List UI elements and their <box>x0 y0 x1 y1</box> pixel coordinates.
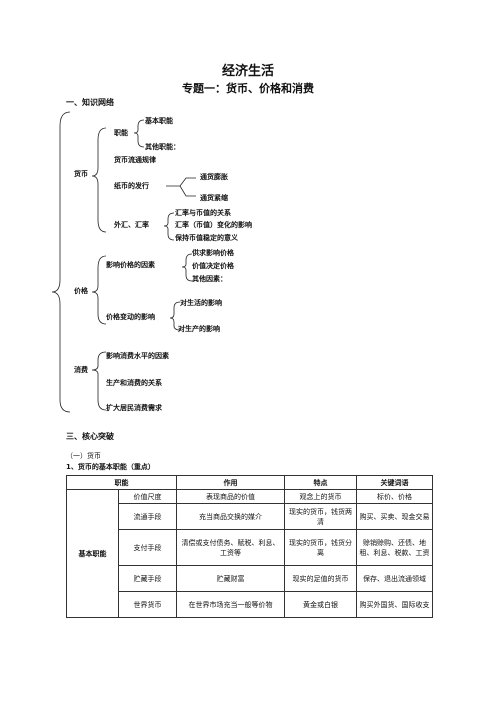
cell-keywords: 保存、退出流通领域 <box>356 565 433 592</box>
cell-role: 贮藏财富 <box>176 565 285 592</box>
cell-name: 贮藏手段 <box>118 565 177 592</box>
cell-trait: 现实的货币，钱货分离 <box>284 529 357 566</box>
tree-tonghuo-jinsuo: 通货紧缩 <box>200 194 228 202</box>
brace-root <box>51 111 71 413</box>
brace-waihui <box>163 212 175 241</box>
tree-brackets <box>51 111 196 413</box>
cell-role: 清偿或支付债务、赋税、利息、工资等 <box>176 529 285 566</box>
tree-biandong-2: 对生产的影响 <box>178 325 220 333</box>
money-functions-table: 职能 作用 特点 关键词语 基本职能 价值尺度 表现商品的价值 观念上的货币 标… <box>66 475 433 618</box>
cell-name: 世界货币 <box>118 591 177 618</box>
cell-role: 在世界市场充当一般等价物 <box>176 591 285 618</box>
tree-tonghuo-pengzhang: 通货膨胀 <box>200 173 228 181</box>
cell-keywords: 赊销赊购、还债、地租、利息、税款、工资 <box>356 529 433 566</box>
section-heading-core: 三、核心突破 <box>66 432 114 441</box>
cell-keywords: 购买外国货、国际收支 <box>356 591 433 618</box>
tree-waihui-huilv: 外汇、汇率 <box>114 221 149 229</box>
tree-jiben-zhineng: 基本职能 <box>145 117 173 125</box>
tree-huilv-3: 保持币值稳定的意义 <box>175 234 238 242</box>
brace-huobi <box>91 127 107 233</box>
brace-zhineng <box>133 119 145 148</box>
tree-yinsu-2: 价值决定价格 <box>192 262 234 270</box>
doc-subtitle: 专题一：货币、价格和消费 <box>182 82 314 95</box>
tree-liutong-guilv: 货币流通规律 <box>114 156 156 164</box>
arrow-jinsuo <box>179 185 196 197</box>
header-zhineng: 职能 <box>66 475 177 490</box>
brace-yinsu <box>181 253 193 282</box>
table-row: 流通手段 充当商品交换的媒介 现实的货币，钱货两清 购买、买卖、现金交易 <box>67 503 433 530</box>
tree-biandong-1: 对生活的影响 <box>180 299 222 307</box>
table-row: 基本职能 价值尺度 表现商品的价值 观念上的货币 标价、价格 <box>66 489 433 618</box>
doc-title: 经济生活 <box>221 64 274 79</box>
tree-huobi: 货币 <box>74 170 88 178</box>
header-guanjian: 关键词语 <box>356 475 433 490</box>
tree-zhibi-faxing: 纸币的发行 <box>114 182 149 190</box>
tree-xiaofei-2: 生产和消费的关系 <box>106 379 162 387</box>
cell-trait: 现实的货币，钱货两清 <box>284 503 357 530</box>
tree-yinsu-3: 其他因素： <box>192 275 227 283</box>
subsection-huobi: （一）货币 <box>66 452 101 460</box>
cell-name: 支付手段 <box>118 529 177 566</box>
tree-xiaofei-1: 影响消费水平的因素 <box>106 352 169 360</box>
cell-role: 表现商品的价值 <box>176 489 285 504</box>
section-heading-knowledge-network: 一、知识网络 <box>66 98 114 107</box>
tree-jiage: 价格 <box>74 287 88 295</box>
cell-trait: 观念上的货币 <box>284 489 357 504</box>
tree-jiage-biandong: 价格变动的影响 <box>106 313 155 321</box>
cell-keywords: 购买、买卖、现金交易 <box>356 503 433 530</box>
cell-keywords: 标价、价格 <box>356 489 433 504</box>
tree-huilv-1: 汇率与币值的关系 <box>175 209 231 217</box>
cell-trait: 黄金或白银 <box>284 591 357 618</box>
table-row: 贮藏手段 贮藏财富 现实的足值的货币 保存、退出流通领域 <box>67 565 433 592</box>
tree-huilv-2: 汇率（币值）变化的影响 <box>175 221 252 229</box>
cell-trait: 现实的足值的货币 <box>284 565 357 592</box>
cell-name: 流通手段 <box>118 503 177 530</box>
tree-xiaofei: 消费 <box>74 366 88 374</box>
tree-yingxiang-jiage: 影响价格的因素 <box>106 261 155 269</box>
table-row: 世界货币 在世界市场充当一般等价物 黄金或白银 购买外国货、国际收支 <box>67 591 433 618</box>
table-row: 支付手段 清偿或支付债务、赋税、利息、工资等 现实的货币，钱货分离 赊销赊购、还… <box>67 529 433 566</box>
item-basic-functions: 1、货币的基本职能（重点） <box>66 463 155 471</box>
brace-jiage <box>91 255 107 325</box>
header-zuoyong: 作用 <box>176 475 285 490</box>
cell-role: 充当商品交换的媒介 <box>176 503 285 530</box>
arrow-tonghuo <box>166 177 196 187</box>
tree-yinsu-1: 供求影响价格 <box>192 249 234 257</box>
table-header-row: 职能 作用 特点 关键词语 <box>66 475 433 490</box>
tree-zhineng: 职能 <box>114 129 128 137</box>
group-label: 基本职能 <box>66 489 119 618</box>
tree-qita-zhineng: 其他职能： <box>145 143 180 151</box>
header-tedian: 特点 <box>284 475 357 490</box>
cell-name: 价值尺度 <box>118 489 177 504</box>
brace-xiaofei <box>91 351 107 411</box>
tree-xiaofei-3: 扩大居民消费需求 <box>106 404 162 412</box>
brace-biandong <box>169 301 181 331</box>
